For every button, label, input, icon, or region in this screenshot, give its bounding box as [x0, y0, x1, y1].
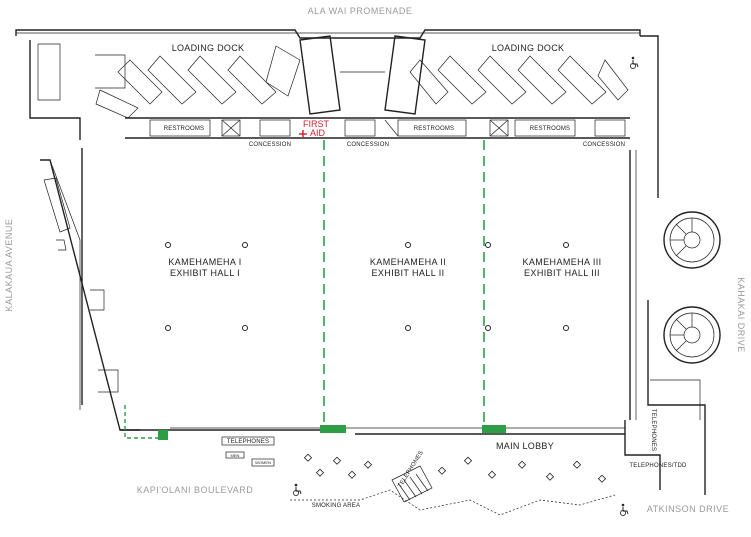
accessible-icon: [630, 56, 639, 69]
restrooms-1-label: RESTROOMS: [164, 126, 204, 132]
center-dock-structure: [299, 35, 426, 115]
street-kalakaua-avenue: KALAKAUA AVENUE: [4, 219, 14, 312]
first-aid-cross-icon: [299, 130, 307, 138]
first-aid-label-line1: FIRST: [303, 119, 330, 129]
hall-2-name: KAMEHAMEHA II: [370, 257, 446, 267]
escalator-block: [391, 465, 433, 503]
hall-3-subtitle: EXHIBIT HALL III: [524, 268, 600, 278]
street-kapiolani-boulevard: KAPI'OLANI BOULEVARD: [137, 485, 254, 495]
accessible-icon: [620, 503, 629, 516]
loading-dock-bays-right: [409, 55, 629, 105]
restrooms-3-label: RESTROOMS: [530, 126, 570, 132]
accessible-icon: [293, 483, 302, 496]
telephone-block-west: [221, 436, 275, 467]
loading-dock-right-label: LOADING DOCK: [492, 43, 565, 53]
telephones-1-label: TELEPHONES: [227, 439, 269, 445]
smoking-area-label: SMOKING AREA: [312, 503, 360, 509]
telephones-2-label: TELEPHONES: [397, 450, 425, 489]
hall-2-subtitle: EXHIBIT HALL II: [371, 268, 444, 278]
restrooms-2-label: RESTROOMS: [414, 126, 454, 132]
hall-3-name: KAMEHAMEHA III: [522, 257, 601, 267]
hall-partitions: [124, 140, 506, 440]
columns: [165, 242, 569, 331]
hall-1-subtitle: EXHIBIT HALL I: [170, 268, 240, 278]
concession-1-label: CONCESSION: [249, 142, 291, 148]
street-ala-wai-promenade: ALA WAI PROMENADE: [308, 6, 413, 16]
spiral-ramp-upper: [663, 211, 721, 269]
building-outline: [15, 29, 706, 516]
street-atkinson-drive: ATKINSON DRIVE: [647, 504, 729, 514]
first-aid-label-line2: AID: [310, 128, 326, 138]
loading-dock-left-label: LOADING DOCK: [172, 43, 245, 53]
service-band: [125, 117, 630, 139]
women-restroom-label: WOMEN: [255, 460, 271, 465]
street-kahakai-drive: KAHAKAI DRIVE: [736, 277, 746, 353]
telephones-3-label: TELEPHONES: [650, 409, 656, 451]
men-restroom-label: MEN: [231, 453, 240, 458]
concession-2-label: CONCESSION: [347, 142, 389, 148]
plaza-planters: [303, 453, 607, 483]
main-lobby-label: MAIN LOBBY: [496, 441, 554, 451]
spiral-ramp-lower: [663, 306, 721, 364]
telephones-tdd-label: TELEPHONES/TDD: [629, 463, 687, 469]
concession-3-label: CONCESSION: [583, 142, 625, 148]
loading-dock-bays-left: [95, 45, 301, 119]
hall-1-name: KAMEHAMEHA I: [168, 257, 241, 267]
